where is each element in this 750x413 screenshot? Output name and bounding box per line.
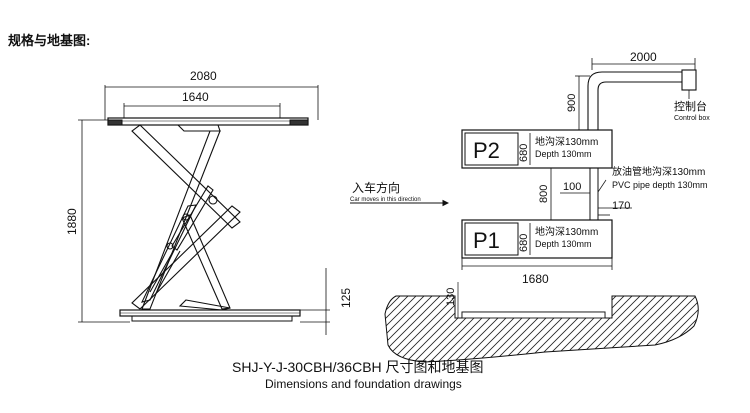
pipe-vertical-dimension: 900 [566,94,578,112]
dim-inner-length: 1640 [182,90,209,104]
dim-height: 1880 [65,208,79,235]
pipe-horizontal-dimension: 2000 [630,50,657,64]
p1-depth-cn: 地沟深130mm [535,225,598,238]
control-box-cn: 控制台 [674,99,707,113]
foundation-section [384,282,699,363]
control-box-en: Control box [674,115,710,122]
pipe-label-cn: 放油管地沟深130mm [612,165,705,178]
gap-dimension: 800 [538,185,550,203]
total-length-dimension: 1680 [522,272,549,286]
dim-outer-length: 2080 [190,69,217,83]
p2-width: 680 [518,144,530,162]
dim-base-height: 125 [339,288,353,308]
p2-label: P2 [473,138,500,163]
p1-label: P1 [473,228,500,253]
caption-title: SHJ-Y-J-30CBH/36CBH 尺寸图和地基图 [232,359,484,375]
spec-heading: 规格与地基图: [8,33,91,48]
caption-subtitle: Dimensions and foundation drawings [265,377,462,391]
scissor-lift-drawing [78,85,330,335]
direction-en: Car moves in this direction [350,197,421,203]
p1-width: 680 [518,234,530,252]
section-depth-dimension: 130 [445,288,457,306]
foundation-plan [350,58,697,270]
p2-depth-en: Depth 130mm [535,149,592,159]
pipe-offset-dimension: 100 [563,181,581,193]
pipe-gap-dimension: 170 [612,200,630,212]
p2-depth-cn: 地沟深130mm [535,135,598,148]
direction-cn: 入车方向 [352,180,400,195]
p1-depth-en: Depth 130mm [535,239,592,249]
pipe-label-en: PVC pipe depth 130mm [612,180,708,190]
